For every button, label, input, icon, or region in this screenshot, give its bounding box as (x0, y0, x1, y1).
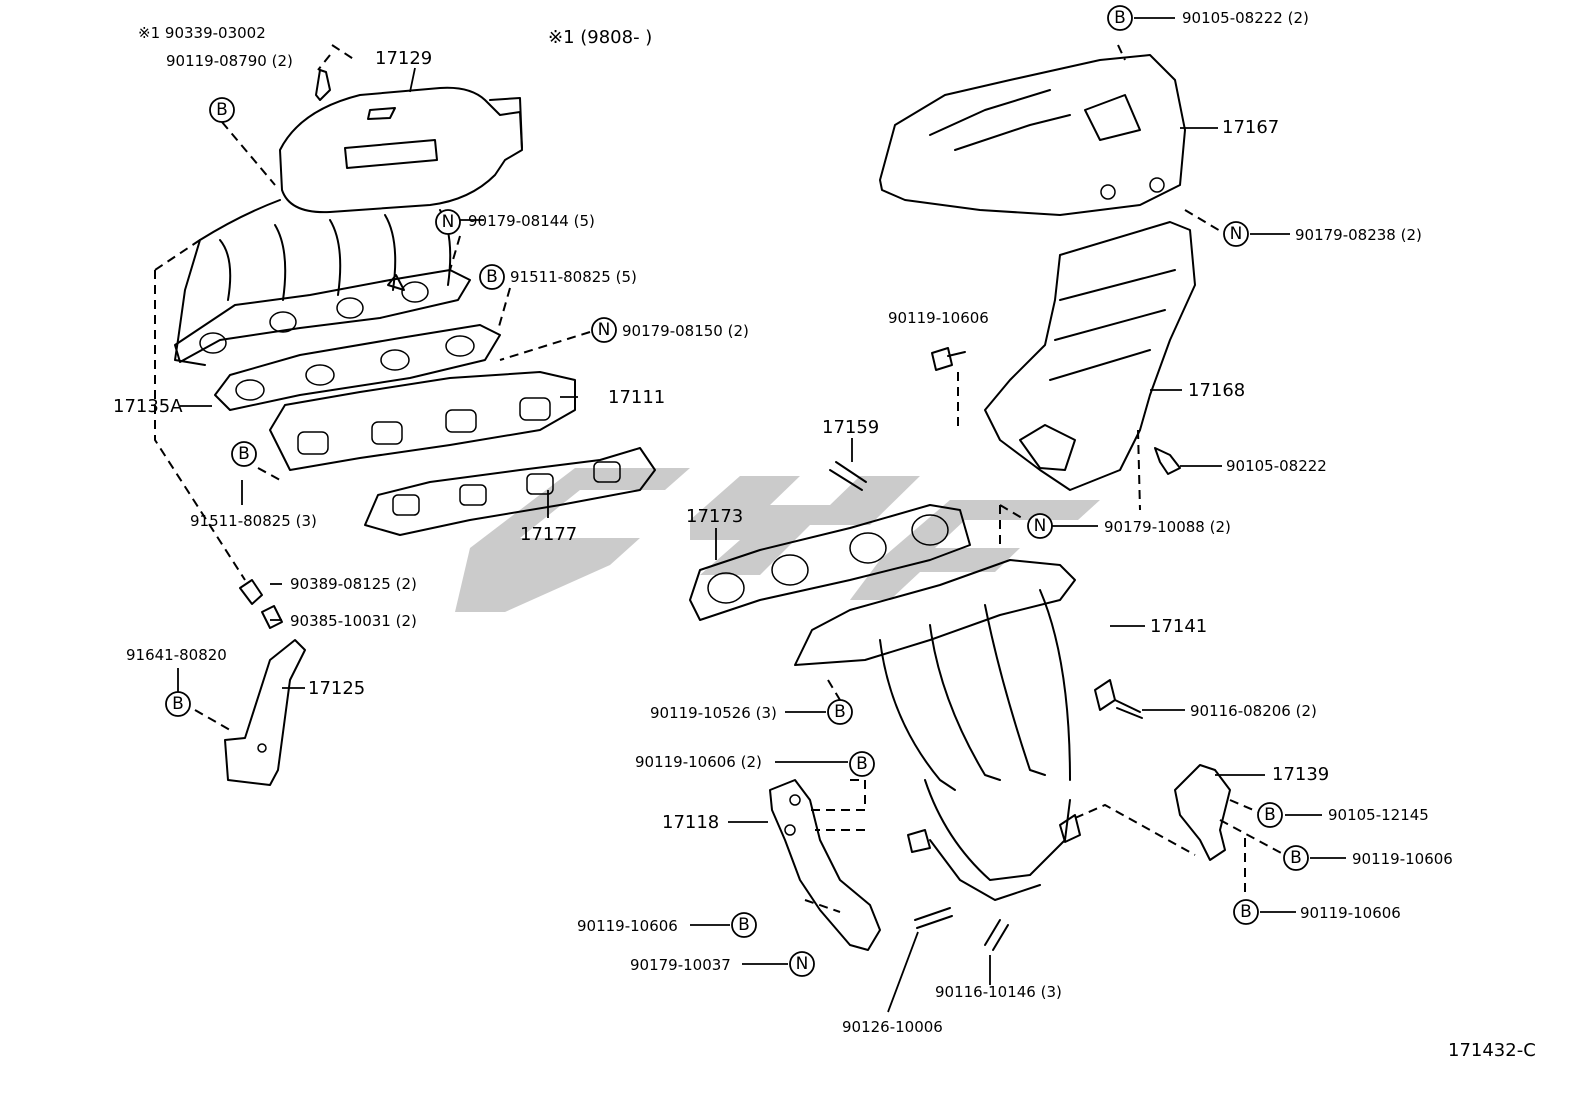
svg-text:B: B (216, 100, 228, 120)
label-90119-10606-c: 90119-10606 (577, 917, 678, 935)
bolt-symbol: B (827, 699, 853, 725)
label-90119-10606-b: 90119-10606 (1300, 904, 1401, 922)
label-90179-08238: 90179-08238 (2) (1295, 226, 1422, 244)
svg-text:B: B (172, 694, 184, 714)
svg-text:B: B (1264, 805, 1276, 825)
label-91511-80825-3: 91511-80825 (3) (190, 512, 317, 530)
bolt-symbol: B (849, 751, 875, 777)
label-17167: 17167 (1222, 117, 1279, 138)
bolt-symbol: B (1283, 845, 1309, 871)
label-90119-10526: 90119-10526 (3) (650, 704, 777, 722)
label-17135A: 17135A (113, 396, 183, 417)
exhaust-manifold-17141 (794, 559, 1116, 901)
bolt-symbol: B (1257, 802, 1283, 828)
svg-text:B: B (238, 444, 250, 464)
nut-symbol: N (435, 209, 461, 235)
nut-symbol: N (1027, 513, 1053, 539)
bolt-symbol: B (231, 441, 257, 467)
label-17139: 17139 (1272, 764, 1329, 785)
note-range-label: ※1 (9808- ) (548, 27, 652, 48)
note-marker-label: ※1 90339-03002 (138, 24, 266, 42)
label-90179-10088: 90179-10088 (2) (1104, 518, 1231, 536)
label-90105-12145: 90105-12145 (1328, 806, 1429, 824)
bolt-symbol: B (1233, 899, 1259, 925)
gasket-17135A (214, 324, 501, 411)
leader-lines (177, 17, 1346, 1013)
heat-insulator-17168 (984, 221, 1196, 491)
label-17111: 17111 (608, 387, 665, 408)
svg-text:N: N (598, 320, 611, 340)
label-17141: 17141 (1150, 616, 1207, 637)
intake-manifold-17129 (174, 69, 523, 366)
stay-17125 (224, 639, 306, 786)
bolt-symbol: B (1107, 5, 1133, 31)
svg-text:B: B (1240, 902, 1252, 922)
svg-text:N: N (1230, 224, 1243, 244)
label-17159: 17159 (822, 417, 879, 438)
heat-insulator-17167 (879, 54, 1186, 216)
label-90116-10146: 90116-10146 (3) (935, 983, 1062, 1001)
svg-text:N: N (442, 212, 455, 232)
diagram-id: 171432-C (1448, 1040, 1536, 1061)
label-90105-08222: 90105-08222 (1226, 457, 1327, 475)
stay-17118 (769, 779, 881, 951)
svg-text:B: B (1290, 848, 1302, 868)
label-90385-10031: 90385-10031 (2) (290, 612, 417, 630)
gasket-17177 (364, 447, 656, 536)
label-90119-10606-a: 90119-10606 (1352, 850, 1453, 868)
manifold-17111 (269, 371, 576, 471)
bolt-symbol: B (165, 691, 191, 717)
label-90119-08790: 90119-08790 (2) (166, 52, 293, 70)
stud-17159 (829, 461, 867, 491)
nut-symbol: N (789, 951, 815, 977)
label-91511-80825-5: 91511-80825 (5) (510, 268, 637, 286)
label-90119-10606-top: 90119-10606 (888, 309, 989, 327)
watermark-logo (455, 468, 1100, 612)
stay-17139 (1174, 764, 1231, 861)
stud-90389-08125 (239, 579, 263, 605)
svg-text:N: N (1034, 516, 1047, 536)
bolt-symbol: B (479, 264, 505, 290)
bolt-symbol: B (731, 912, 757, 938)
svg-text:B: B (1114, 8, 1126, 28)
label-90119-10606-2: 90119-10606 (2) (635, 753, 762, 771)
svg-text:B: B (834, 702, 846, 722)
svg-text:B: B (856, 754, 868, 774)
part-labels: ※1 90339-03002 ※1 (9808- ) 90119-08790 (… (113, 9, 1536, 1061)
svg-text:N: N (796, 954, 809, 974)
svg-text:B: B (486, 267, 498, 287)
label-90179-08144: 90179-08144 (5) (468, 212, 595, 230)
label-17177: 17177 (520, 524, 577, 545)
label-17173: 17173 (686, 506, 743, 527)
nut-90385-10031 (261, 605, 283, 629)
nut-symbol: N (1223, 221, 1249, 247)
label-90116-08206: 90116-08206 (2) (1190, 702, 1317, 720)
label-90179-10037: 90179-10037 (630, 956, 731, 974)
bolt-symbol: B (209, 97, 235, 123)
nut-symbol: N (591, 317, 617, 343)
stud-90116-10146 (984, 919, 1009, 951)
bolt-90119-10606-top (931, 347, 966, 371)
label-90126-10006: 90126-10006 (842, 1018, 943, 1036)
label-91641-80820: 91641-80820 (126, 646, 227, 664)
relation-lines (154, 44, 1286, 913)
label-17118: 17118 (662, 812, 719, 833)
label-17125: 17125 (308, 678, 365, 699)
stud-90116-08206 (1114, 699, 1143, 719)
bolt-90105-08222-single (1154, 447, 1181, 475)
svg-text:B: B (738, 915, 750, 935)
label-90179-08150: 90179-08150 (2) (622, 322, 749, 340)
gasket-17173 (689, 504, 971, 621)
label-90105-08222-2: 90105-08222 (2) (1182, 9, 1309, 27)
stud-90126-10006 (914, 907, 953, 929)
fastener-symbols: B N B N B B B N N B B B B B B N (165, 5, 1309, 977)
label-90389-08125: 90389-08125 (2) (290, 575, 417, 593)
label-17168: 17168 (1188, 380, 1245, 401)
label-17129: 17129 (375, 48, 432, 69)
